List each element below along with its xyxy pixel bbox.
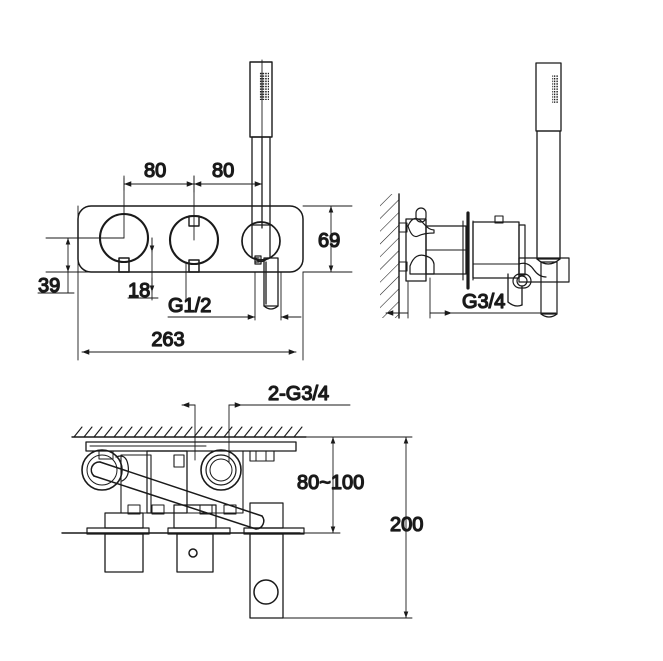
valve-body	[398, 207, 526, 290]
dim-inlet-pair-label: 2-G3/4	[268, 383, 329, 405]
dim-spacing-right-label: 80	[212, 160, 234, 182]
dim-outlet-thread-label: G1/2	[168, 295, 211, 317]
section-view: 2-G3/4 80~100 200	[61, 382, 424, 619]
handshower-holder	[507, 257, 570, 307]
dim-lever-width	[127, 237, 159, 299]
dim-spacing	[123, 175, 263, 193]
finished-surface	[71, 426, 307, 438]
dim-handle-offset	[37, 237, 75, 294]
dim-plate-width-label: 263	[151, 329, 184, 351]
dim-inlet-pair	[181, 402, 351, 463]
section-lever	[90, 461, 265, 530]
dim-mount-depth-label: 80~100	[297, 472, 364, 494]
side-handshower	[535, 62, 562, 318]
dim-inlet-thread-label: G3/4	[462, 291, 505, 313]
dim-plate-height-label: 69	[318, 230, 340, 252]
dim-total-depth	[282, 436, 413, 619]
dim-mount-depth	[299, 436, 341, 534]
dim-spacing-left-label: 80	[144, 160, 166, 182]
wall-section	[380, 193, 400, 319]
handshower-outlet	[241, 221, 281, 265]
dim-handle-offset-label: 39	[38, 275, 60, 297]
side-view: G3/4	[380, 62, 570, 319]
front-view: 80 80 69 39 18 G1/2	[37, 59, 353, 361]
front-handshower	[249, 61, 273, 263]
dim-total-depth-label: 200	[390, 514, 423, 536]
trim-stems	[104, 502, 284, 619]
dim-lever-width-label: 18	[128, 280, 150, 302]
